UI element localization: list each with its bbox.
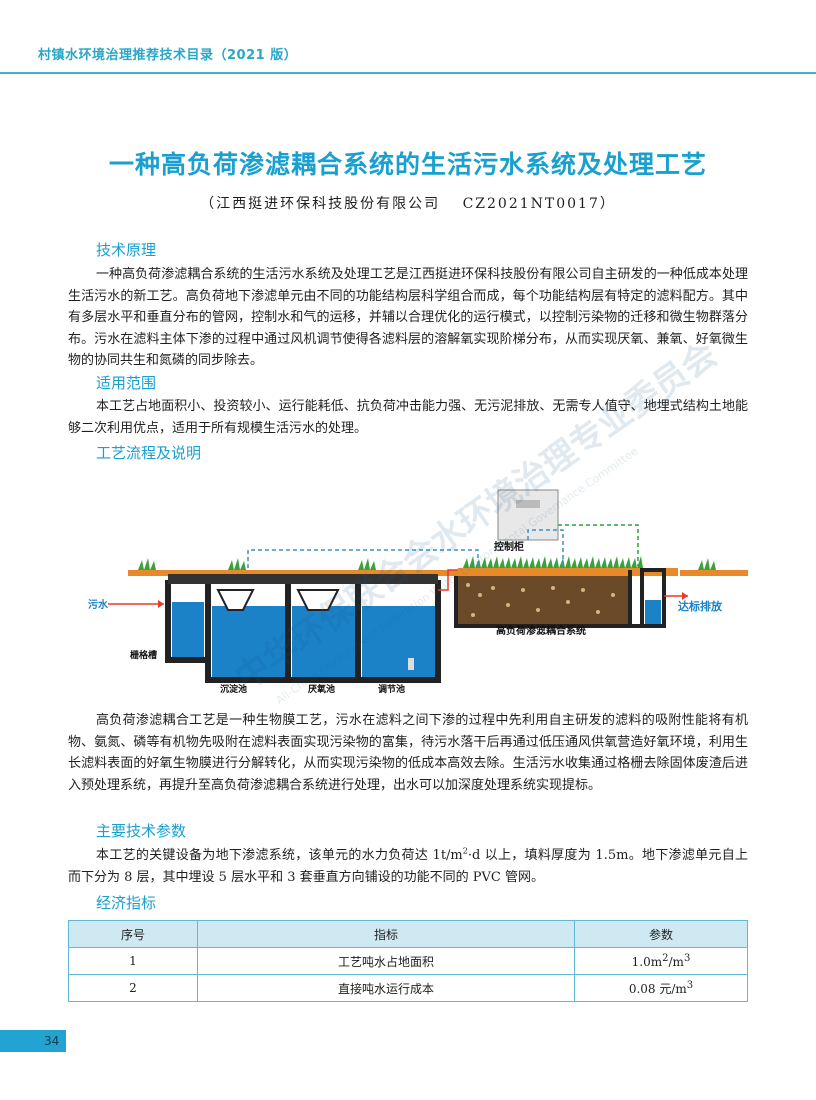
table-cell-value: 1.0m2/m3: [574, 947, 748, 975]
table-row: 2 直接吨水运行成本 0.08 元/m3: [68, 974, 748, 1002]
paragraph-params: 本工艺的关键设备为地下渗滤系统，该单元的水力负荷达 1t/m2·d 以上，填料厚…: [68, 845, 748, 888]
ground-right: [458, 568, 678, 576]
value-sup: 3: [686, 979, 694, 991]
section-heading-principle: 技术原理: [96, 241, 157, 259]
header-rule: [0, 72, 816, 74]
section-heading-economics: 经济指标: [96, 894, 157, 912]
return-pipe: [247, 549, 479, 568]
water-anaerobic: [292, 606, 355, 677]
settling-funnel: [216, 589, 255, 611]
value-sup2: 3: [683, 953, 691, 964]
label-system: 高负荷渗滤耦合系统: [496, 624, 586, 637]
economics-table: 序号 指标 参数 1 工艺吨水占地面积 1.0m2/m3 2 直接吨水运行成本 …: [68, 920, 748, 1002]
section-heading-scope: 适用范围: [96, 374, 157, 392]
inflow-arrowhead: [158, 600, 164, 608]
table-header-value: 参数: [574, 920, 748, 948]
paragraph-scope: 本工艺占地面积小、投资较小、运行能耗低、抗负荷冲击能力强、无污泥排放、无需专人值…: [68, 399, 748, 436]
section-heading-process: 工艺流程及说明: [96, 444, 202, 462]
running-header-title: 村镇水环境治理推荐技术目录（2021 版）: [38, 48, 298, 63]
tank-lid: [168, 574, 438, 584]
tank-walls: [165, 580, 441, 683]
document-subtitle: （江西挺进环保科技股份有限公司 CZ2021NT0017）: [200, 196, 616, 212]
grass: [138, 556, 716, 570]
paragraph-process: 高负荷渗滤耦合工艺是一种生物膜工艺，污水在滤料之间下渗的过程中先利用自主研发的滤…: [68, 713, 748, 793]
value-part-a: 0.08 元/m: [628, 981, 687, 996]
control-line: [558, 524, 639, 566]
label-control-cabinet: 控制柜: [494, 540, 524, 553]
filter-base: [454, 624, 664, 628]
page-number: 34: [44, 1034, 60, 1048]
params-superscript: 2: [462, 846, 468, 856]
document-title: 一种高负荷渗滤耦合系统的生活污水系统及处理工艺: [108, 150, 707, 179]
label-sewage-in: 污水: [88, 598, 109, 611]
table-cell-no: 2: [68, 974, 198, 1002]
label-sedimentation: 沉淀池: [220, 683, 247, 695]
cabinet-panel: [516, 500, 540, 508]
table-header-no: 序号: [68, 920, 198, 948]
ground-left: [128, 570, 458, 576]
table-cell-value: 0.08 元/m3: [574, 974, 748, 1002]
ground-far-right: [680, 570, 748, 576]
value-sup: 2: [662, 953, 669, 964]
label-regulating: 调节池: [378, 683, 405, 695]
params-text-a: 本工艺的关键设备为地下渗滤系统，该单元的水力负荷达 1t/m: [96, 848, 463, 863]
table-cell-item: 直接吨水运行成本: [197, 974, 575, 1002]
anaerobic-funnel: [296, 589, 340, 611]
section-heading-params: 主要技术参数: [96, 822, 187, 840]
page-number-tab: [0, 1030, 66, 1052]
filter-bed: [458, 576, 628, 624]
label-anaerobic: 厌氧池: [308, 683, 335, 695]
table-row: 1 工艺吨水占地面积 1.0m2/m3: [68, 947, 748, 975]
process-flow-diagram: 控制柜 污水 达标排放 高负荷渗滤耦合系统 栅格槽 沉淀池 厌氧池 调节池: [88, 489, 748, 695]
label-discharge: 达标排放: [678, 599, 723, 613]
water-sedimentation: [212, 606, 285, 677]
air-pipe: [527, 529, 564, 566]
running-header: 村镇水环境治理推荐技术目录（2021 版）: [0, 0, 816, 80]
outlet-well: [640, 568, 666, 628]
filter-media-dots: [466, 583, 615, 617]
paragraph-principle: 一种高负荷渗滤耦合系统的生活污水系统及处理工艺是江西挺进环保科技股份有限公司自主…: [68, 267, 748, 368]
outflow-arrowhead: [682, 592, 688, 600]
table-header-row: 序号 指标 参数: [68, 920, 748, 948]
table-header-item: 指标: [197, 920, 575, 948]
table-cell-no: 1: [68, 947, 198, 975]
table-cell-item: 工艺吨水占地面积: [197, 947, 575, 975]
water-grille: [172, 602, 204, 657]
filter-wall-right: [628, 570, 632, 626]
value-part-a: 1.0m: [631, 955, 663, 969]
outlet-water: [645, 600, 661, 624]
lift-pipe: [438, 569, 458, 591]
params-text-b: ·d 以上，填料厚度为 1.5m。地下渗滤单元自上而下分为 8 层，其中埋设 5…: [68, 848, 748, 885]
pump: [408, 658, 414, 670]
filter-wall-left: [454, 576, 458, 626]
water-regulating: [362, 606, 435, 677]
label-grille: 栅格槽: [130, 649, 157, 661]
value-part-b: /m: [668, 955, 684, 969]
